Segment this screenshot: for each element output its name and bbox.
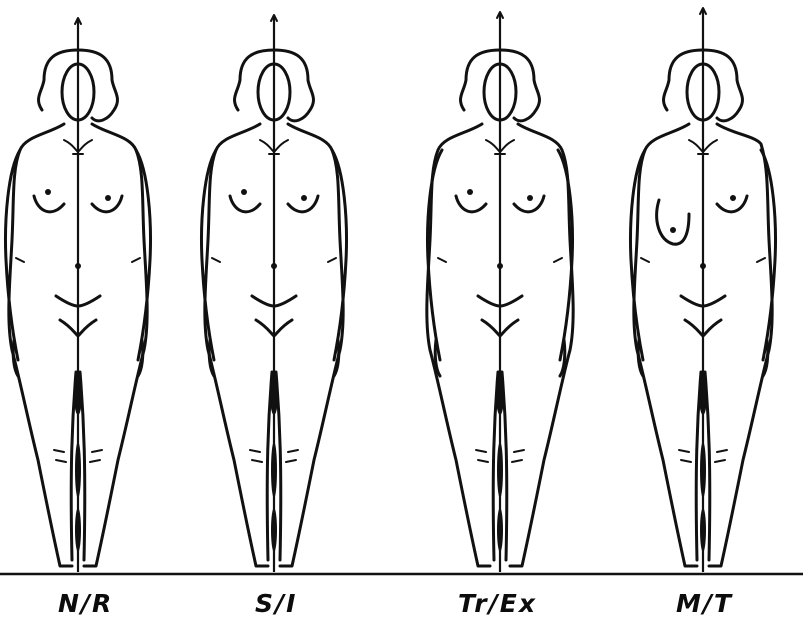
knee-mark-left: [54, 450, 66, 462]
thigh-gap-shade: [74, 375, 82, 415]
waist-mark-right: [132, 258, 140, 262]
nipple-right: [301, 195, 307, 201]
body-outline-left: [9, 124, 72, 566]
nipple-right: [527, 195, 533, 201]
ankle-gap-shade: [700, 508, 706, 552]
figure-s-i: [202, 15, 347, 572]
waist-mark-right: [328, 258, 336, 262]
figure-tr-ex: [427, 12, 573, 572]
figure-label-tr-ex: Tr/Ex: [458, 589, 537, 617]
waist-mark-left: [641, 258, 649, 262]
knee-mark-right: [512, 450, 524, 462]
nipple-right: [105, 195, 111, 201]
knee-mark-right: [715, 450, 727, 462]
figure-label-m-t: M/T: [676, 589, 733, 617]
waist-mark-left: [438, 258, 446, 262]
body-outline-right: [84, 124, 147, 566]
knee-mark-right: [90, 450, 102, 462]
navel-dot: [75, 263, 81, 269]
knee-mark-left: [250, 450, 262, 462]
knee-gap-shade: [700, 442, 706, 498]
figure-label-s-i: S/I: [255, 589, 297, 617]
figure-m-t: [631, 8, 776, 572]
figure-label-n-r: N/R: [58, 589, 113, 617]
thigh-gap-shade: [496, 375, 504, 415]
navel-dot: [497, 263, 503, 269]
nipple-left: [670, 227, 676, 233]
chest-mark-left: [456, 196, 486, 212]
navel-dot: [271, 263, 277, 269]
waist-mark-right: [554, 258, 562, 262]
ankle-gap-shade: [497, 508, 503, 552]
thigh-gap-shade: [270, 375, 278, 415]
thigh-gap-shade: [699, 375, 707, 415]
body-outline-right: [280, 124, 343, 566]
body-outline-left: [205, 124, 268, 566]
chest-mark-left: [657, 200, 689, 244]
body-outline-left: [634, 124, 697, 566]
waist-mark-left: [212, 258, 220, 262]
nipple-left: [467, 189, 473, 195]
body-outline-right: [709, 124, 772, 566]
chest-mark-left: [230, 196, 260, 212]
waist-mark-right: [757, 258, 765, 262]
nipple-left: [241, 189, 247, 195]
nipple-right: [730, 195, 736, 201]
knee-mark-left: [476, 450, 488, 462]
waist-mark-left: [16, 258, 24, 262]
nipple-left: [45, 189, 51, 195]
ankle-gap-shade: [271, 508, 277, 552]
knee-gap-shade: [75, 442, 81, 498]
knee-gap-shade: [497, 442, 503, 498]
chest-mark-left: [34, 196, 64, 212]
knee-gap-shade: [271, 442, 277, 498]
figure-n-r: [6, 18, 151, 572]
knee-mark-left: [679, 450, 691, 462]
ankle-gap-shade: [75, 508, 81, 552]
navel-dot: [700, 263, 706, 269]
knee-mark-right: [286, 450, 298, 462]
